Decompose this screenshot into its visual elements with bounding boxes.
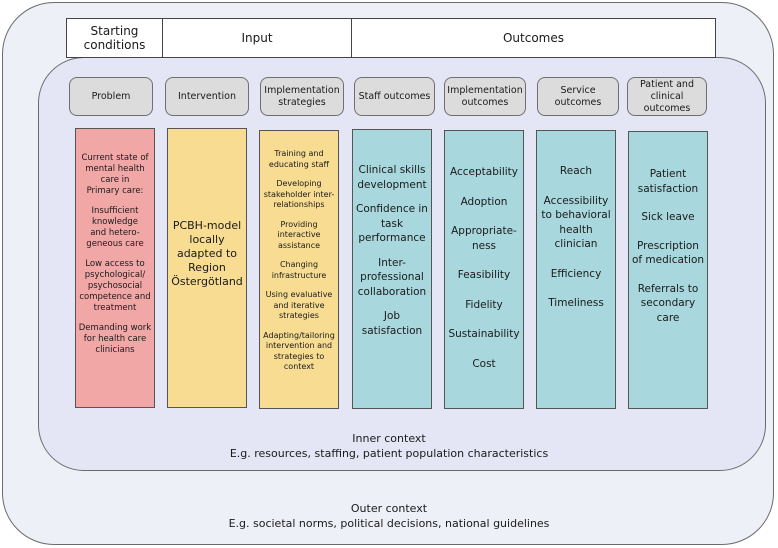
- column-patient-outcomes: Patient satisfaction Sick leave Prescrip…: [628, 131, 708, 409]
- implementation-outcome-item: Appropriate- ness: [451, 225, 517, 252]
- header-starting-conditions: Starting conditions: [66, 18, 163, 58]
- service-outcome-item: Timeliness: [548, 297, 604, 309]
- implementation-outcome-item: Acceptability: [450, 166, 518, 178]
- header-outcomes: Outcomes: [351, 18, 716, 58]
- problem-item: Insufficient knowledge and hetero- geneo…: [86, 206, 144, 249]
- patient-outcome-item: Prescription of medication: [631, 239, 705, 267]
- strategy-item: Using evaluative and iterative strategie…: [265, 290, 333, 320]
- column-problem: Current state of mental health care in P…: [75, 128, 155, 408]
- strategy-item: Adapting/tailoring intervention and stra…: [263, 330, 335, 372]
- implementation-outcome-item: Feasibility: [457, 269, 511, 281]
- strategy-item: Training and educating staff: [268, 149, 330, 169]
- implementation-outcome-item: Cost: [472, 357, 496, 370]
- patient-outcome-item: Sick leave: [641, 211, 695, 223]
- column-intervention: PCBH-model locally adapted to Region Öst…: [167, 128, 247, 408]
- pill-staff-outcomes: Staff outcomes: [354, 77, 435, 116]
- column-implementation-strategies: Training and educating staff Developing …: [259, 130, 339, 409]
- implementation-outcome-item: Fidelity: [465, 298, 503, 311]
- strategy-item: Developing stakeholder inter- relationsh…: [263, 179, 335, 209]
- pill-patient-outcomes: Patient and clinical outcomes: [627, 77, 707, 116]
- problem-item: Demanding work for health care clinician…: [78, 323, 152, 355]
- staff-outcome-item: Job satisfaction: [361, 310, 423, 337]
- pill-implementation-outcomes: Implementation outcomes: [444, 77, 526, 116]
- implementation-outcome-item: Sustainability: [448, 328, 520, 340]
- pill-intervention: Intervention: [165, 77, 249, 116]
- problem-item: Low access to psychological/ psychosocia…: [79, 259, 151, 313]
- outer-context-title: Outer context: [350, 502, 428, 515]
- service-outcome-item: Accessibility to behavioral health clini…: [541, 194, 611, 251]
- intervention-item: PCBH-model locally adapted to Region Öst…: [171, 219, 243, 288]
- implementation-outcome-item: Adoption: [460, 195, 508, 208]
- staff-outcome-item: Clinical skills development: [357, 164, 427, 191]
- column-implementation-outcomes: Acceptability Adoption Appropriate- ness…: [444, 130, 524, 409]
- service-outcome-item: Reach: [559, 165, 593, 177]
- header-input: Input: [162, 18, 352, 58]
- patient-outcome-item: Referrals to secondary care: [637, 282, 699, 324]
- staff-outcome-item: Confidence in task performance: [356, 203, 428, 244]
- outer-context-subtitle: E.g. societal norms, political decisions…: [228, 517, 550, 530]
- strategy-item: Changing infrastructure: [271, 260, 327, 280]
- problem-item: Current state of mental health care in P…: [81, 153, 149, 196]
- column-service-outcomes: Reach Accessibility to behavioral health…: [536, 130, 616, 409]
- patient-outcome-item: Patient satisfaction: [637, 168, 699, 195]
- strategy-item: Providing interactive assistance: [277, 219, 321, 250]
- column-staff-outcomes: Clinical skills development Confidence i…: [352, 129, 432, 409]
- inner-context-subtitle: E.g. resources, staffing, patient popula…: [229, 447, 549, 460]
- pill-problem: Problem: [69, 77, 153, 116]
- pill-implementation-strategies: Implementation strategies: [260, 77, 344, 116]
- pill-service-outcomes: Service outcomes: [537, 77, 619, 116]
- service-outcome-item: Efficiency: [550, 267, 602, 280]
- inner-context-title: Inner context: [352, 432, 426, 445]
- staff-outcome-item: Inter- professional collaboration: [357, 256, 427, 298]
